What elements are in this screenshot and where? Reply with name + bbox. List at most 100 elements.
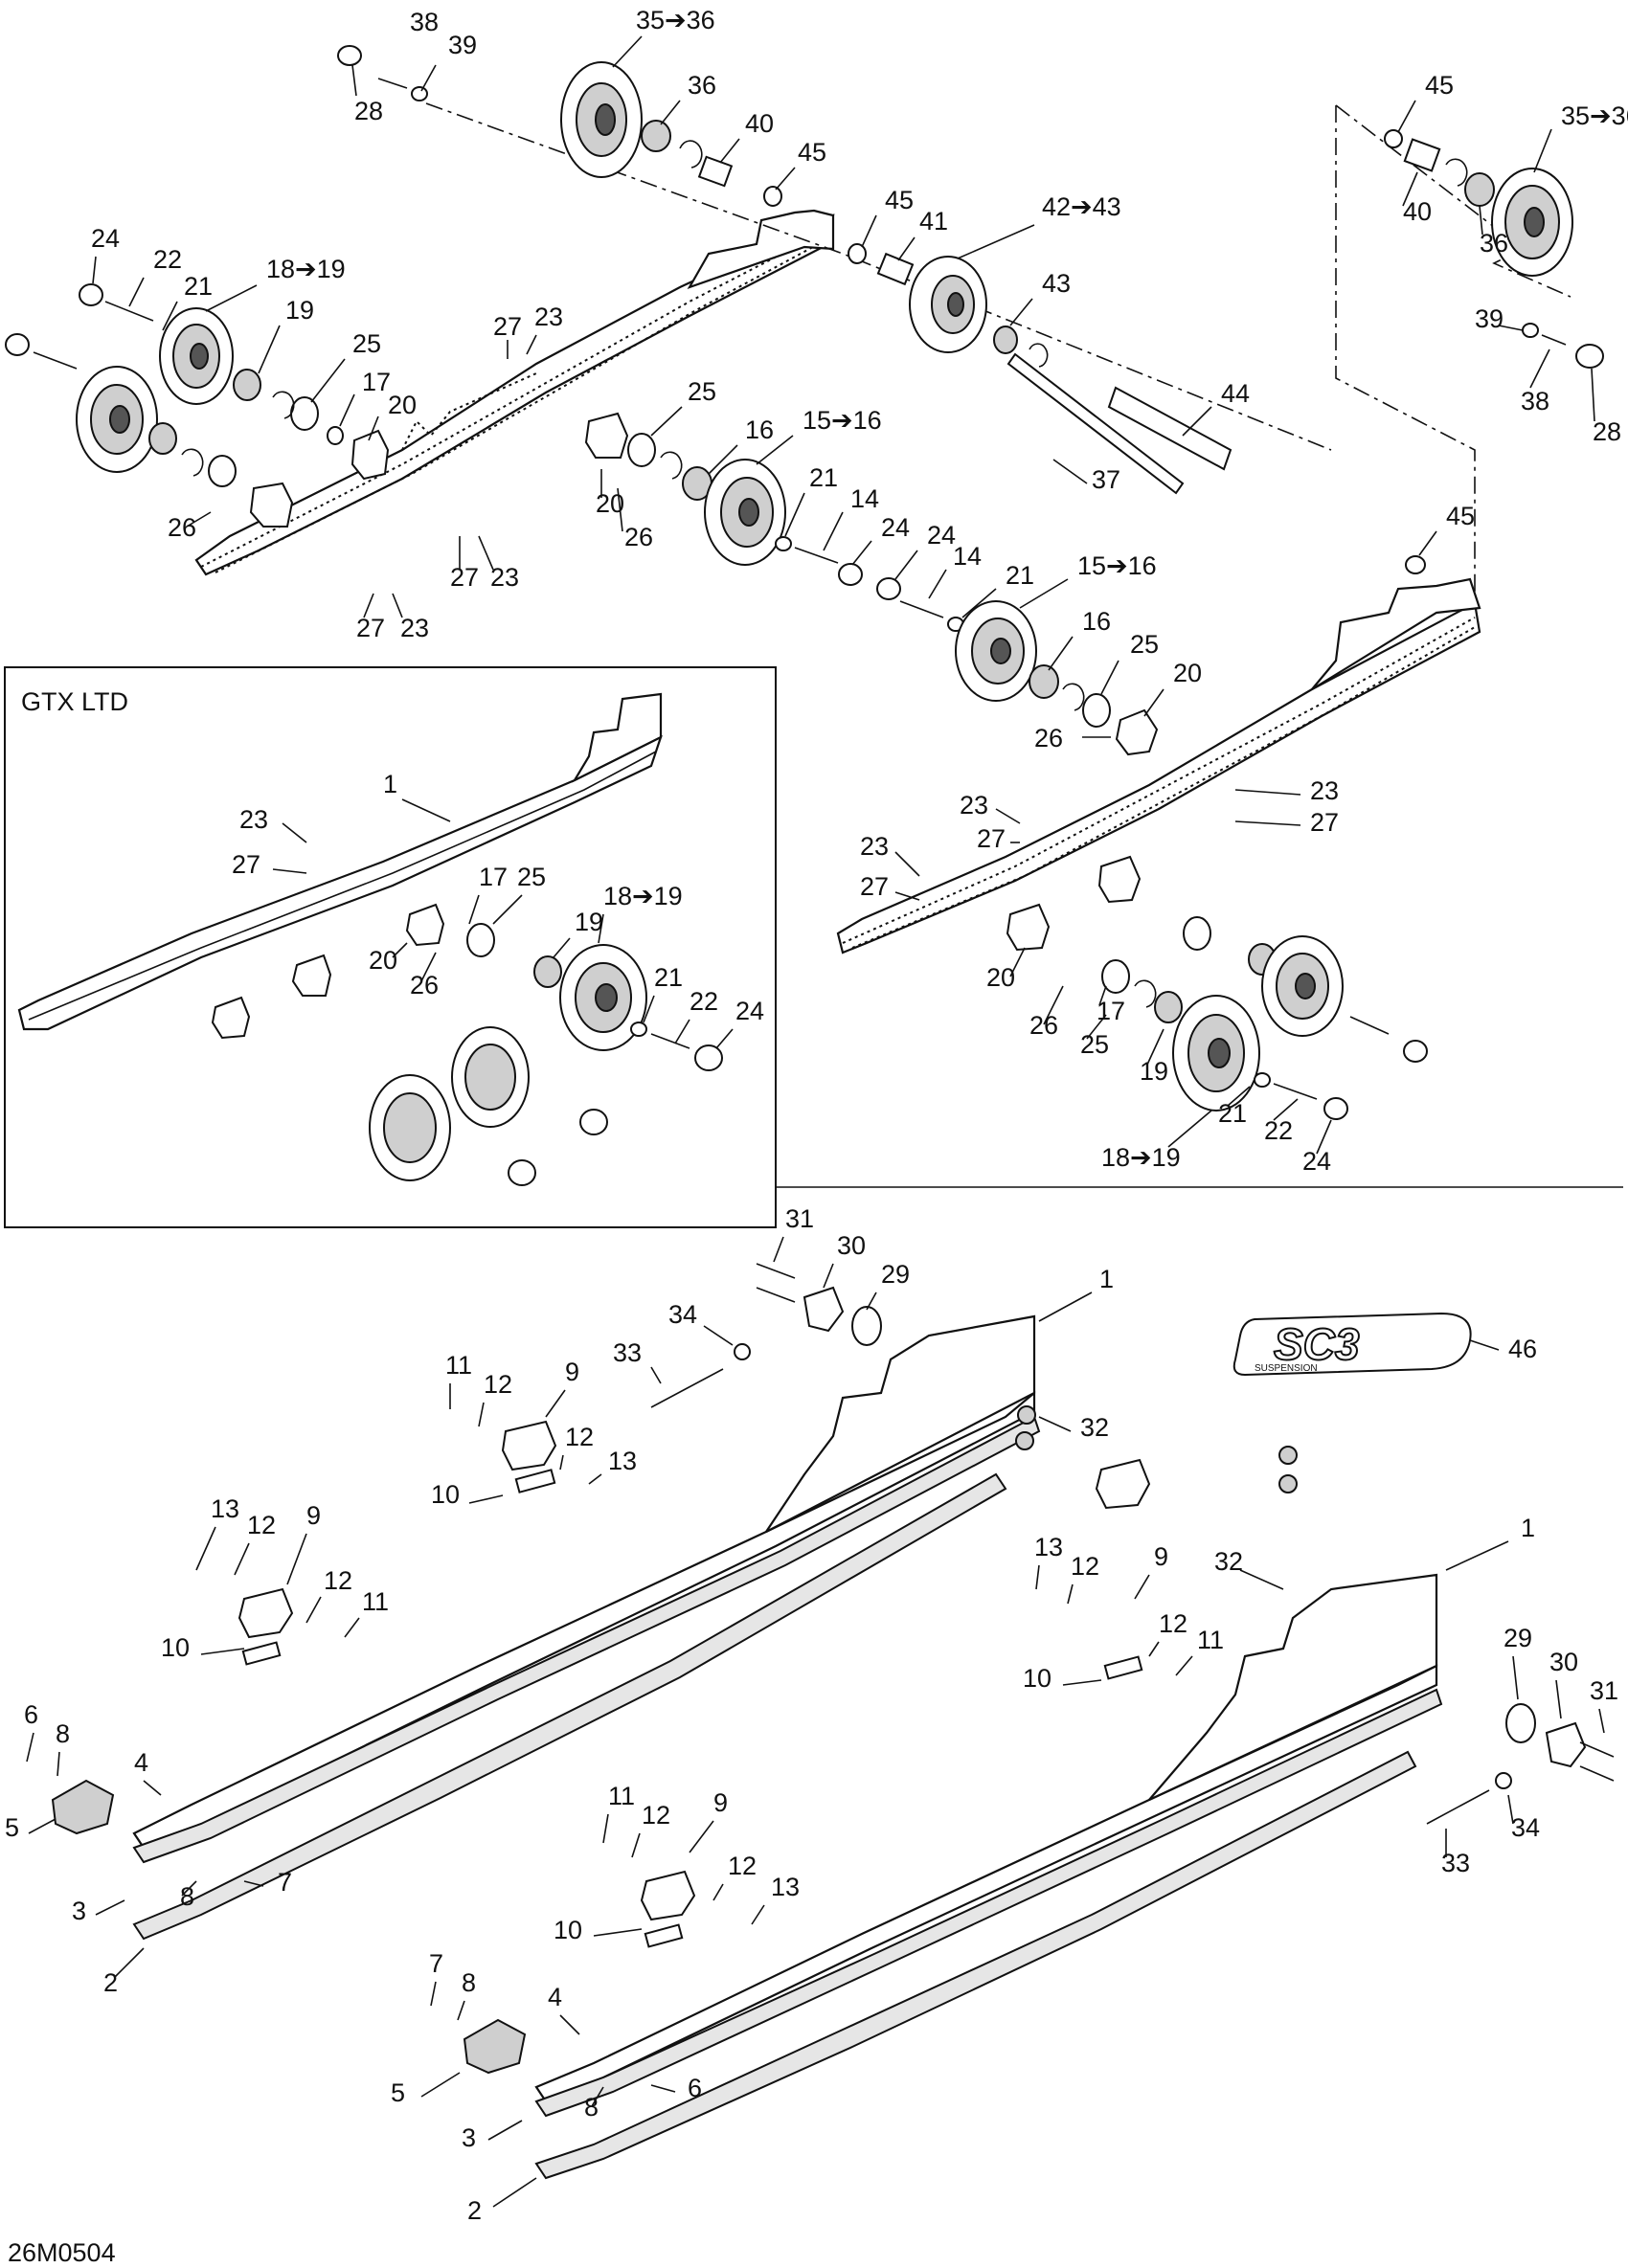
leader-lines [26, 35, 1605, 2208]
leader-c45a [775, 167, 796, 191]
leader-b6a [26, 1732, 34, 1763]
leader-g27 [272, 868, 307, 874]
callout-b10a: 10 [431, 1480, 460, 1509]
leader-g1 [401, 798, 451, 822]
leader-c23e [1234, 789, 1301, 796]
end-cap-5-left [51, 1779, 115, 1835]
logo-subtext: SUSPENSION [1255, 1363, 1318, 1374]
leader-b12d [305, 1596, 322, 1624]
leader-g17 [468, 894, 480, 925]
callout-g23: 23 [239, 805, 268, 834]
callout-c27b: 27 [450, 563, 479, 592]
callout-c27a: 27 [493, 312, 522, 341]
bracket-20-ul-2 [249, 482, 294, 528]
leader-g24 [715, 1028, 734, 1049]
leader-c21b [784, 492, 805, 537]
circlip-43 [1029, 343, 1049, 368]
washer-25-ur [1101, 959, 1130, 994]
leader-c19a [258, 325, 281, 374]
wheel-18-ur-1 [1261, 935, 1344, 1037]
bolt-38-top [377, 78, 408, 89]
leader-b4b [559, 2014, 580, 2035]
leader-c45r [1397, 100, 1416, 133]
callout-b8c: 8 [462, 1968, 476, 1997]
callout-c4243: 42➔43 [1042, 192, 1121, 221]
washer-45-a [763, 186, 782, 207]
bearing-36-top [641, 120, 671, 152]
callout-b31a: 31 [785, 1204, 814, 1233]
inset-washer-21 [630, 1022, 647, 1037]
inset-rail [17, 692, 663, 1031]
callout-c3536a: 35➔36 [636, 6, 715, 34]
inset-wheel-18 [559, 944, 647, 1051]
leader-c44 [1182, 406, 1212, 437]
leader-c23a [526, 334, 537, 355]
leader-c24a [92, 256, 97, 284]
bracket-20-ur-1 [1097, 855, 1142, 904]
callout-c26c: 26 [1034, 724, 1063, 752]
leader-c25c [1100, 660, 1119, 695]
inset-bearing-19 [533, 955, 562, 988]
leader-c16b [1048, 636, 1074, 671]
callout-c36a: 36 [688, 71, 716, 100]
bearing-43 [993, 326, 1018, 354]
spacer-41 [876, 252, 915, 286]
leader-c40r [1402, 171, 1418, 207]
slider-block-9-a [501, 1420, 557, 1471]
callout-c40a: 40 [745, 109, 774, 138]
axle-line-2 [1335, 105, 1476, 603]
callout-b7b: 7 [429, 1949, 443, 1978]
callout-c20b: 20 [596, 489, 624, 518]
leader-b5b [420, 2072, 461, 2098]
callout-b12b: 12 [565, 1423, 594, 1451]
leader-b9b [286, 1533, 307, 1585]
bracket-20-ur-2 [1006, 903, 1051, 952]
callout-b30a: 30 [837, 1231, 866, 1260]
callout-c28a: 28 [354, 97, 383, 125]
figure-code: 26M0504 [8, 2238, 116, 2267]
callout-c26d: 26 [1029, 1011, 1058, 1040]
leader-c1516a [756, 435, 794, 465]
callout-c19a: 19 [285, 296, 314, 325]
leader-b8a [57, 1751, 60, 1777]
leader-b11b [344, 1617, 360, 1638]
callout-b30b: 30 [1549, 1648, 1578, 1676]
leader-b8b [181, 1880, 197, 1897]
circlip-ur [1134, 979, 1157, 1008]
leader-c24d [1316, 1119, 1332, 1155]
callout-c22a: 22 [153, 245, 182, 274]
inset-wheel-3 [369, 1074, 451, 1181]
leader-c14a [823, 511, 844, 551]
inset-bracket-2 [291, 954, 332, 997]
leader-c17b [1098, 985, 1107, 1006]
circlip-ul-1 [272, 391, 295, 419]
callout-c27d: 27 [977, 824, 1006, 853]
idler-wheel-top [560, 61, 643, 178]
callout-g26: 26 [410, 971, 439, 999]
leader-b3b [487, 2120, 523, 2141]
circlip-mid-2 [1062, 683, 1085, 711]
leader-c21d [1227, 1086, 1251, 1107]
leader-c45b [861, 214, 877, 248]
slider-block-9-b [237, 1587, 294, 1639]
axle-44 [1107, 386, 1232, 471]
callout-b10c: 10 [1023, 1664, 1051, 1693]
leader-c26b [617, 487, 623, 532]
callout-c38a: 38 [410, 8, 439, 36]
leader-c1819b [1167, 1110, 1212, 1148]
callout-c23b: 23 [490, 563, 519, 592]
callout-g19: 19 [575, 908, 603, 936]
leader-b12a [478, 1402, 485, 1427]
pad-10-d [644, 1923, 684, 1948]
callout-labels: 38392835➔36364045454142➔434344374535➔364… [5, 6, 1628, 2225]
callout-c26b: 26 [624, 523, 653, 551]
leader-b5a [28, 1818, 57, 1834]
callout-c27e: 27 [1310, 808, 1339, 837]
bolts-31-b [1579, 1741, 1615, 1782]
callout-c26a: 26 [168, 513, 196, 542]
leader-c20d [1009, 947, 1026, 977]
callout-b12h: 12 [728, 1852, 757, 1880]
inset-bolt-22 [650, 1033, 690, 1049]
bearing-19-ur [1154, 991, 1183, 1023]
callout-b2a: 2 [103, 1968, 118, 1997]
